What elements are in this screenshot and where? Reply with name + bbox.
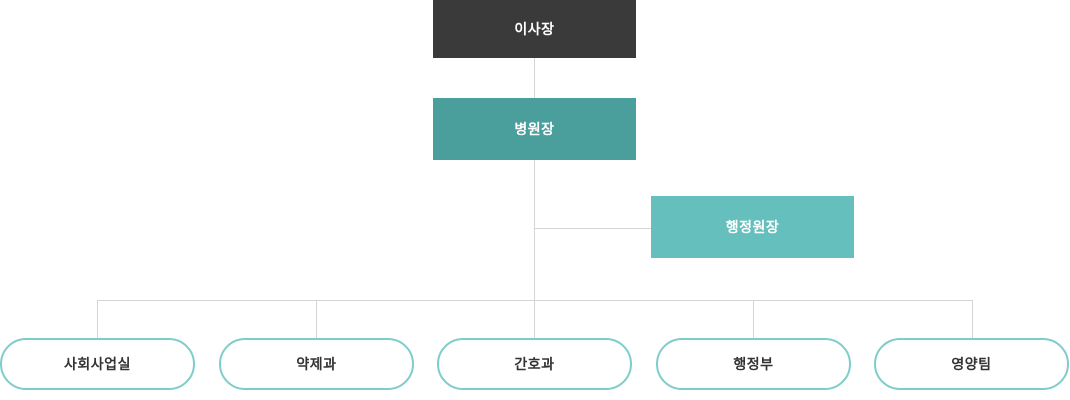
connector-hospital-down xyxy=(534,160,535,300)
node-hospital-director-label: 병원장 xyxy=(514,121,555,137)
connector-chairman-to-hospital xyxy=(534,58,535,98)
node-nutrition[interactable]: 영양팀 xyxy=(874,338,1069,390)
connector-to-admin-director xyxy=(534,228,652,229)
node-chairman[interactable]: 이사장 xyxy=(433,0,636,58)
node-admin-director-label: 행정원장 xyxy=(725,219,780,235)
connector-drop-administration xyxy=(753,300,754,338)
node-administration[interactable]: 행정부 xyxy=(656,338,851,390)
node-chairman-label: 이사장 xyxy=(514,21,555,37)
connector-drop-social-work xyxy=(97,300,98,338)
node-admin-director[interactable]: 행정원장 xyxy=(651,196,854,258)
connector-drop-nursing xyxy=(534,300,535,338)
node-hospital-director[interactable]: 병원장 xyxy=(433,98,636,160)
connector-drop-pharmacy xyxy=(316,300,317,338)
node-administration-label: 행정부 xyxy=(733,356,774,372)
node-pharmacy-label: 약제과 xyxy=(296,356,337,372)
connector-department-bus xyxy=(97,300,973,301)
node-pharmacy[interactable]: 약제과 xyxy=(219,338,414,390)
node-nursing-label: 간호과 xyxy=(514,356,555,372)
node-social-work-label: 사회사업실 xyxy=(64,356,131,372)
node-social-work[interactable]: 사회사업실 xyxy=(0,338,195,390)
node-nursing[interactable]: 간호과 xyxy=(437,338,632,390)
connector-drop-nutrition xyxy=(972,300,973,338)
node-nutrition-label: 영양팀 xyxy=(951,356,992,372)
